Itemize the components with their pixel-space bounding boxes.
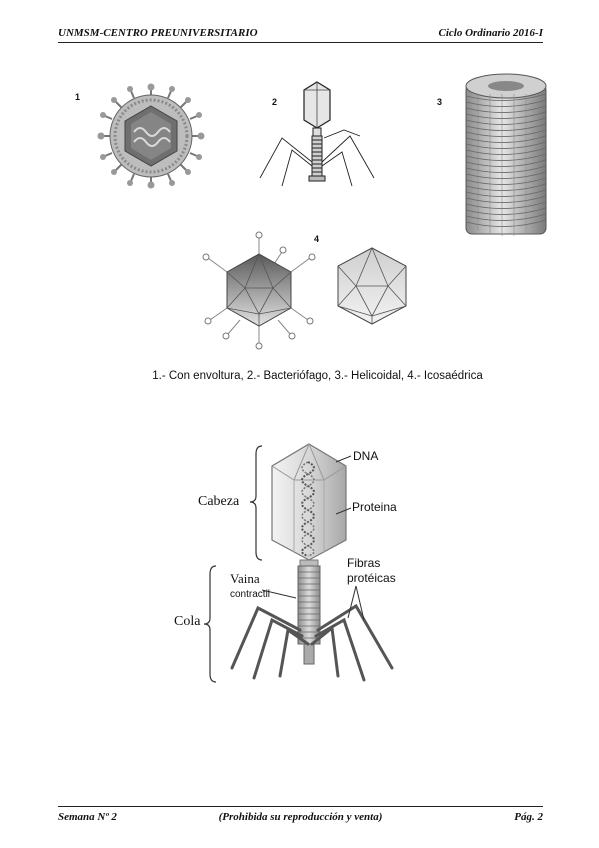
label-proteina: Proteina [352,500,397,514]
label-vaina: Vaina [230,571,260,586]
header-institution: UNMSM-CENTRO PREUNIVERSITARIO [58,27,258,39]
footer-page-number: Pág. 2 [514,811,543,823]
label-cola: Cola [174,614,201,629]
footer-rule [58,806,543,807]
enveloped-virus-illustration [97,83,205,189]
figure-4-number: 4 [314,234,320,244]
label-cabeza: Cabeza [198,494,240,509]
label-proteicas: protéicas [347,571,396,585]
header-cycle: Ciclo Ordinario 2016-I [438,27,543,39]
bacteriophage-small-illustration [259,81,375,187]
figure-2-number: 2 [272,97,278,107]
figure-caption: 1.- Con envoltura, 2.- Bacteriófago, 3.-… [152,370,483,382]
page-footer: Semana Nº 2 (Prohibida su reproducción y… [58,811,543,827]
label-fibras: Fibras [347,556,381,570]
icosahedral-virus-with-spikes-illustration [202,231,316,350]
label-dna: DNA [353,449,379,463]
footer-notice: (Prohibida su reproducción y venta) [218,811,383,823]
bacteriophage-structure-diagram [203,442,394,683]
figure-1-number: 1 [75,92,81,102]
label-contractil: contractil [230,589,271,600]
page-header: UNMSM-CENTRO PREUNIVERSITARIO Ciclo Ordi… [58,27,543,43]
icosahedral-capsid-illustration [337,246,407,325]
helical-virus-illustration [465,73,547,236]
header-rule [58,42,543,43]
footer-week: Semana Nº 2 [58,811,117,823]
figure-3-number: 3 [437,97,443,107]
